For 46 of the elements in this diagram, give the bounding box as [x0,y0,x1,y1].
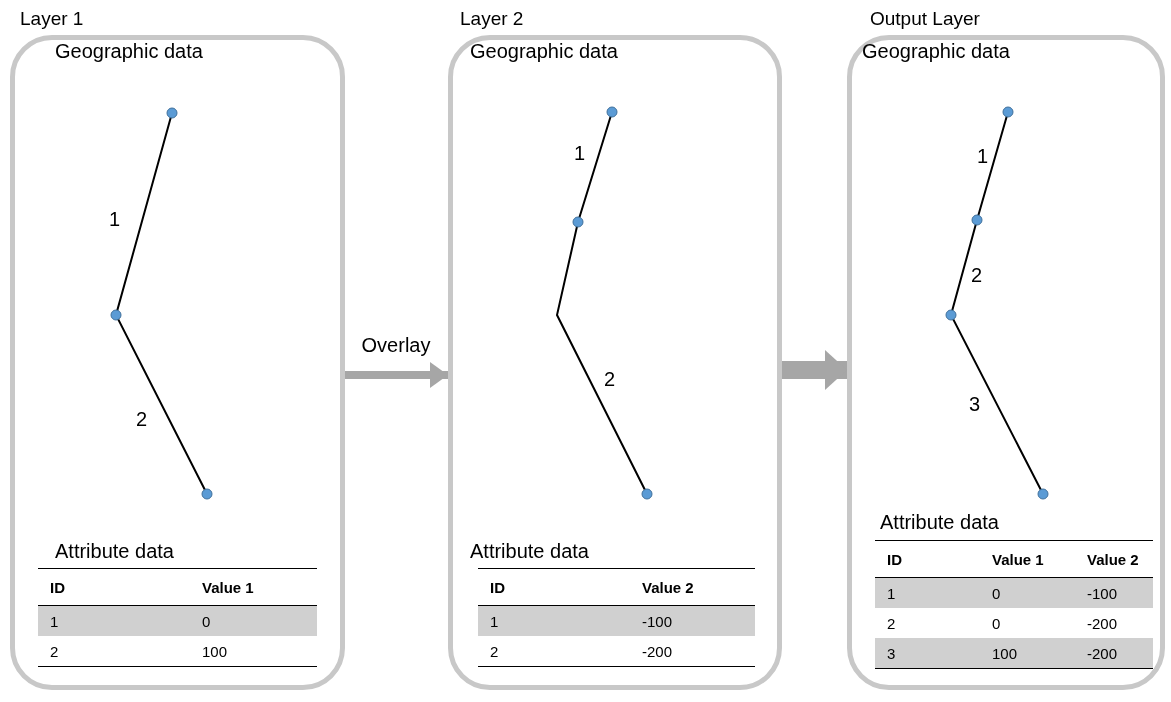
layer-title: Output Layer [870,8,980,30]
table-cell-text: 0 [991,614,1002,632]
layer-title: Layer 1 [20,8,84,30]
section-heading: Geographic data [470,40,618,63]
table-cell-text: 0 [201,612,212,630]
table-cell-text: 2 [49,642,60,660]
table-cell-text: 2 [886,614,897,632]
section-heading: Attribute data [880,511,999,534]
table-cell-text: 0 [991,584,1002,602]
layer-title: Layer 2 [460,8,524,30]
segment-number: 2 [604,368,616,391]
table-cell-text: 2 [489,642,500,660]
edge-label: Overlay [359,334,433,357]
segment-number: 3 [969,393,981,416]
segment-number: 2 [971,264,983,287]
table-cell-text: 100 [991,644,1019,662]
table-cell-text: 3 [886,644,897,662]
table-cell-text: -200 [641,642,674,660]
table-cell-text: 1 [489,612,500,630]
table-cell-text: 100 [201,642,229,660]
column-header: ID [49,578,66,596]
segment-number: 1 [109,208,121,231]
section-heading: Attribute data [55,540,174,563]
arrow [345,362,448,388]
column-header: ID [489,578,506,596]
table-cell-text: 1 [49,612,60,630]
section-heading: Attribute data [470,540,589,563]
column-header: ID [886,550,903,568]
table-cell-text: -200 [1086,644,1119,662]
layer-panel [847,35,1165,690]
column-header: Value 1 [991,550,1045,568]
table-cell-text: -100 [641,612,674,630]
segment-number: 2 [136,408,148,431]
column-header: Value 1 [201,578,255,596]
table-cell-text: -200 [1086,614,1119,632]
column-header: Value 2 [1086,550,1140,568]
segment-number: 1 [977,145,989,168]
column-header: Value 2 [641,578,695,596]
arrow [782,350,847,390]
layer-panel [448,35,782,690]
table-cell-text: 1 [886,584,897,602]
section-heading: Geographic data [55,40,203,63]
layer-panel [10,35,345,690]
section-heading: Geographic data [862,40,1010,63]
segment-number: 1 [574,142,586,165]
table-cell-text: -100 [1086,584,1119,602]
